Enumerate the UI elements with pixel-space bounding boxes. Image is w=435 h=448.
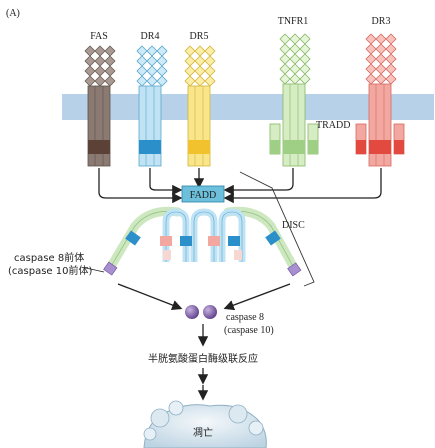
receptor-label-dr4: DR4 bbox=[141, 31, 160, 42]
disc-complex bbox=[103, 206, 302, 277]
receptor-to-fadd-arrows bbox=[98, 168, 382, 204]
dr4-arrow bbox=[149, 168, 183, 196]
dr3-arrow bbox=[223, 168, 382, 204]
fas-arrow bbox=[98, 168, 183, 204]
procaspase-label-2: (caspase 10前体) bbox=[8, 264, 92, 277]
receptor-label-dr3: DR3 bbox=[372, 16, 391, 27]
tradd-label: TRADD bbox=[316, 120, 350, 131]
dr3-receptor bbox=[355, 33, 405, 167]
active-caspase-ball-left bbox=[185, 305, 199, 319]
fas-receptor bbox=[84, 45, 116, 167]
active-caspase-ball-right bbox=[203, 305, 217, 319]
fadd-label: FADD bbox=[190, 190, 216, 201]
dr5-receptor bbox=[184, 45, 216, 167]
disc-label: DISC bbox=[282, 220, 305, 231]
panel-label: (A) bbox=[6, 8, 20, 19]
cascade-label: 半胱氨酸蛋白酶级联反应 bbox=[148, 352, 258, 365]
receptor-label-fas: FAS bbox=[90, 31, 108, 42]
receptor-label-tnfr1: TNFR1 bbox=[278, 16, 309, 27]
active-caspase-label-2: (caspase 10) bbox=[224, 325, 274, 336]
tnfr1-arrow bbox=[223, 168, 294, 196]
procaspase-label-1: caspase 8前体 bbox=[14, 251, 84, 264]
apoptosis-label: 凋亡 bbox=[193, 426, 213, 439]
active-caspase-label-1: caspase 8 bbox=[226, 312, 264, 323]
apoptotic-cell bbox=[143, 400, 267, 448]
receptor-label-dr5: DR5 bbox=[190, 31, 209, 42]
fadd-box bbox=[181, 185, 225, 203]
dr4-receptor bbox=[136, 45, 168, 167]
disc-bracket bbox=[239, 171, 315, 287]
tnfr1-receptor bbox=[269, 33, 319, 167]
right-activation-arrow bbox=[223, 283, 291, 311]
left-activation-arrow bbox=[117, 283, 183, 311]
procaspase-leader bbox=[85, 267, 105, 273]
